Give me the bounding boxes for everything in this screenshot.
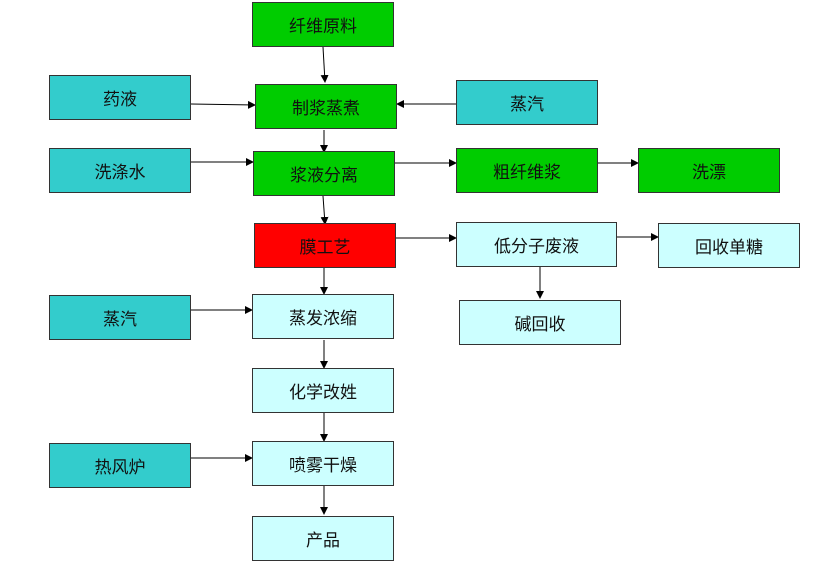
node-alkali-recovery: 碱回收: [459, 300, 621, 345]
node-steam-left: 蒸汽: [49, 295, 191, 340]
node-evaporation-concentration: 蒸发浓缩: [252, 294, 394, 339]
node-spray-drying: 喷雾干燥: [252, 441, 394, 486]
node-fiber-raw: 纤维原料: [252, 2, 394, 47]
node-bleaching: 洗漂: [638, 148, 780, 193]
node-coarse-fiber-pulp: 粗纤维浆: [456, 148, 598, 193]
node-chemical-liquor: 药液: [49, 75, 191, 120]
arrow-liquor-to-pulping: [190, 100, 256, 109]
node-hot-air-furnace: 热风炉: [49, 443, 191, 488]
arrow-fiber-to-pulping: [320, 46, 329, 83]
node-product: 产品: [252, 516, 394, 561]
node-membrane-process: 膜工艺: [254, 223, 396, 268]
node-pulping-cooking: 制浆蒸煮: [255, 84, 397, 129]
node-wash-water: 洗涤水: [49, 148, 191, 193]
node-recover-monosaccharide: 回收单糖: [658, 223, 800, 268]
node-low-molecular-waste: 低分子废液: [456, 222, 617, 267]
node-chemical-modification: 化学改姓: [252, 368, 394, 413]
node-pulp-separation: 浆液分离: [253, 151, 395, 196]
arrow-separation-to-membrane: [320, 195, 329, 225]
node-steam-top: 蒸汽: [456, 80, 598, 125]
